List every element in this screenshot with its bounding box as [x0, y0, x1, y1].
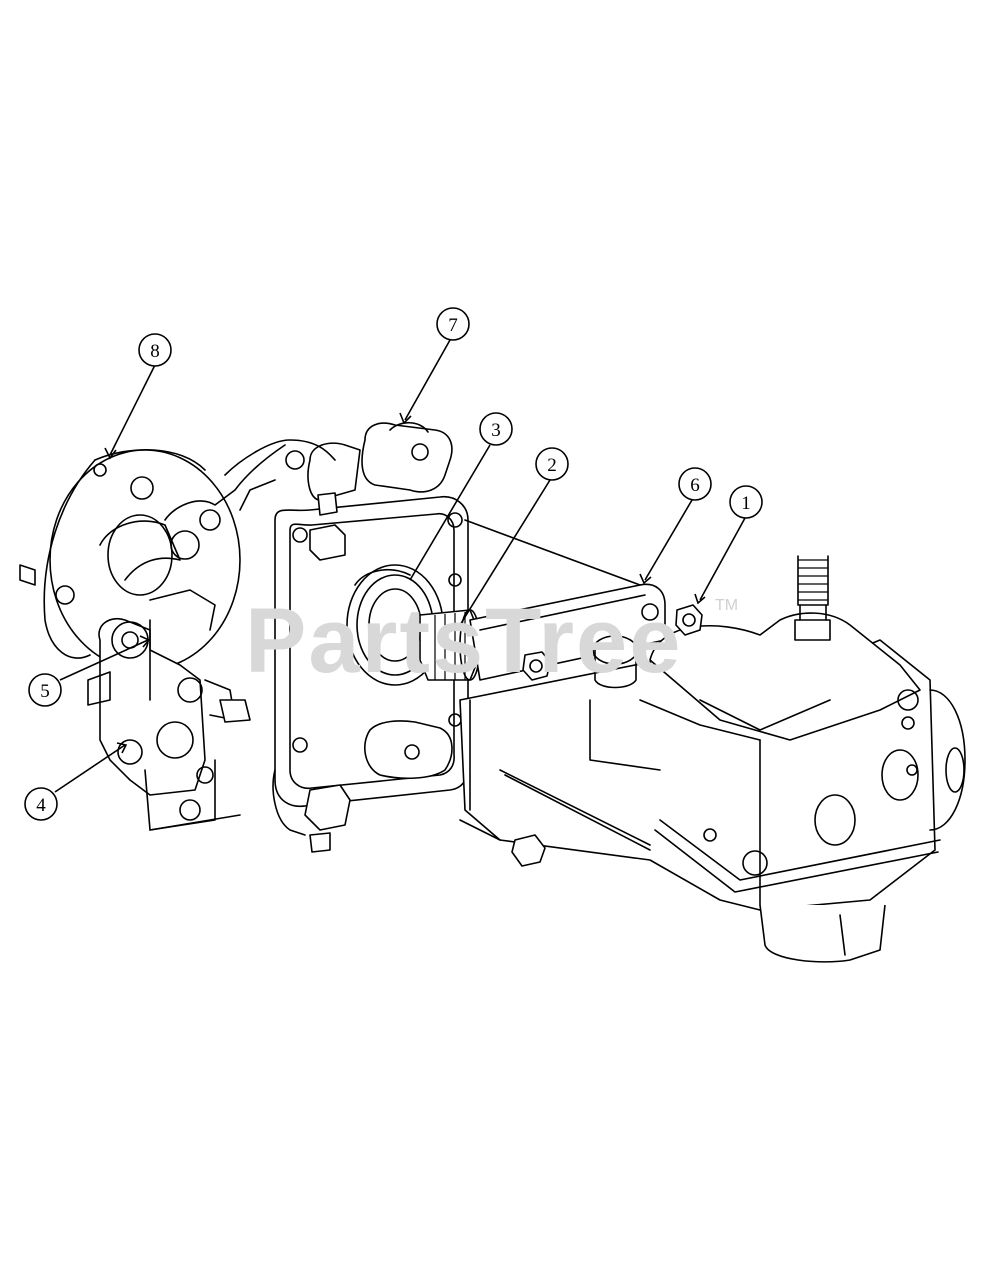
callout-2-label: 2 — [547, 455, 557, 476]
gearbox-housing — [459, 519, 966, 963]
watermark-tm: TM — [715, 597, 738, 614]
callout-3: 3 — [479, 412, 513, 446]
callout-6-label: 6 — [690, 475, 700, 496]
watermark-text: PartsTree — [245, 590, 682, 692]
callout-7-label: 7 — [448, 315, 458, 336]
callout-7: 7 — [436, 307, 470, 341]
callout-4: 4 — [24, 787, 58, 821]
watermark: PartsTree TM — [245, 590, 738, 692]
callout-5: 5 — [28, 673, 62, 707]
nut — [675, 604, 703, 636]
vent-spring — [794, 555, 831, 641]
callout-5-label: 5 — [40, 681, 50, 702]
callout-8: 8 — [138, 333, 172, 367]
leader-lines — [54, 339, 746, 793]
callout-6: 6 — [678, 467, 712, 501]
callout-2: 2 — [535, 447, 569, 481]
transaxle-housing — [149, 421, 481, 853]
callout-1-label: 1 — [741, 493, 751, 514]
callout-8-label: 8 — [150, 341, 160, 362]
brake-bracket — [87, 618, 251, 831]
callout-3-label: 3 — [491, 420, 501, 441]
callout-4-label: 4 — [36, 795, 46, 816]
callout-1: 1 — [729, 485, 763, 519]
